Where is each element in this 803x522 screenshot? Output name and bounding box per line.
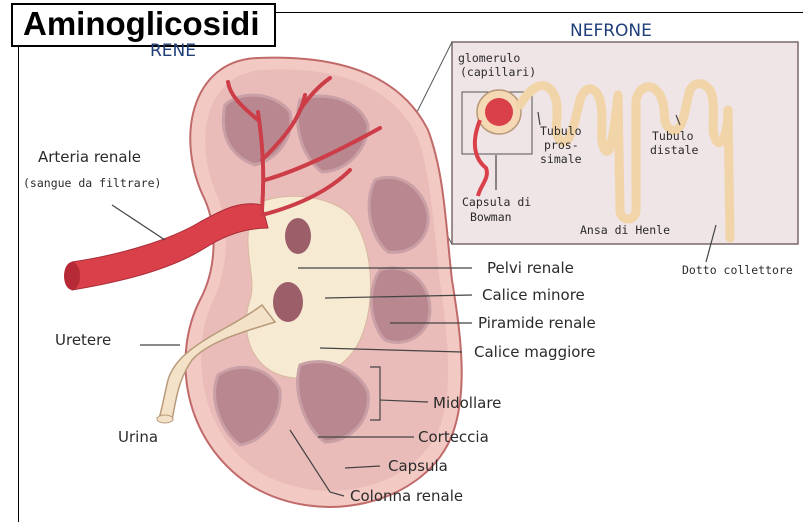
label-bowman: Capsula di [462,195,531,209]
label-proximal-3: simale [540,152,582,166]
label-pyramid: Piramide renale [478,314,596,332]
label-distal-2: distale [650,143,699,157]
label-glomerulus-sub: (capillari) [460,65,536,79]
label-medulla: Midollare [433,394,501,412]
label-pelvis: Pelvi renale [487,259,574,277]
header-kidney: RENE [150,41,196,61]
label-distal: Tubulo [652,129,694,143]
label-artery: Arteria renale [38,148,141,166]
calyx-hole [273,282,303,322]
label-glomerulus: glomerulo [458,51,520,65]
label-ureter: Uretere [55,331,111,349]
label-capsule: Capsula [388,457,448,475]
label-proximal: Tubulo [540,124,582,138]
label-collecting-duct: Dotto collettore [682,263,793,277]
label-major-calyx: Calice maggiore [474,343,596,361]
label-bowman-2: Bowman [470,210,512,224]
label-proximal-2: pros- [544,138,579,152]
label-column: Colonna renale [350,487,463,505]
calyx-hole [285,218,311,254]
label-henle: Ansa di Henle [580,223,670,237]
label-minor-calyx: Calice minore [482,286,585,304]
label-artery-sub: (sangue da filtrare) [23,176,161,190]
label-urine: Urina [118,428,158,446]
label-cortex: Corteccia [418,428,489,446]
header-nephron: NEFRONE [570,21,652,41]
